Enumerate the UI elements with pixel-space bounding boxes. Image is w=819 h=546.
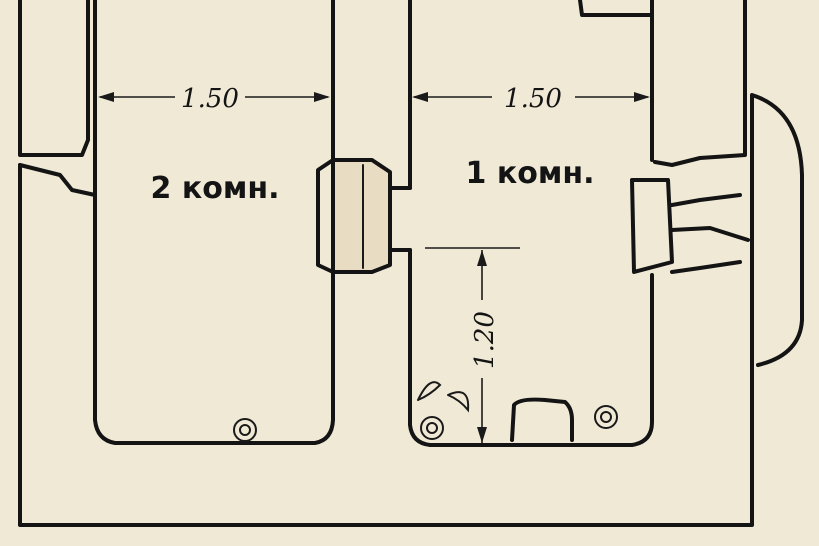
flower-pot-room-1-right — [594, 405, 618, 429]
dimension-room-1-width — [412, 92, 650, 102]
dimension-room-1-depth — [425, 247, 520, 443]
flower-pot-room-1-left — [417, 381, 470, 440]
chair-room-1 — [510, 397, 574, 442]
dimension-room-2-width-label: 1.50 — [181, 84, 239, 114]
room-2-label: 2 комн. — [151, 171, 280, 206]
flower-pot-room-2 — [233, 418, 257, 442]
stove-between-rooms — [316, 158, 412, 274]
dimension-room-1-depth-label: 1.20 — [470, 311, 500, 369]
room-1-outline — [408, 0, 654, 447]
room-1-label: 1 комн. — [466, 156, 595, 191]
stove-right-wall — [630, 178, 674, 274]
room-2-outline — [93, 0, 335, 445]
dimension-room-1-width-label: 1.50 — [504, 84, 562, 114]
left-exterior-walls — [18, 0, 97, 197]
right-exterior-walls — [578, 0, 804, 367]
outer-wall — [18, 163, 754, 527]
dimension-room-2-width — [98, 92, 330, 102]
